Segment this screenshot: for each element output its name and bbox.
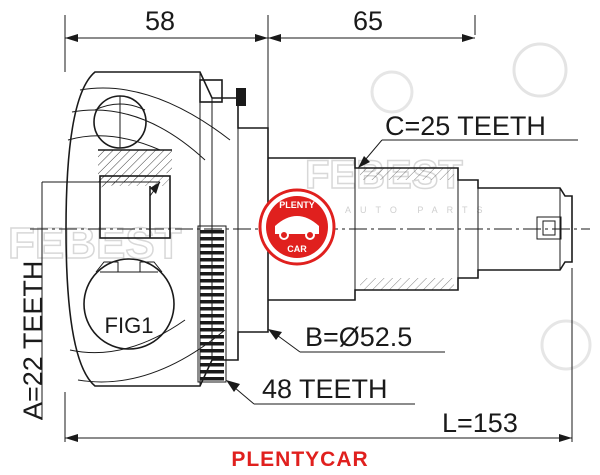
- abs-ring-tooth: [200, 335, 224, 339]
- dimension-label-abs-ring: 48 TEETH: [262, 374, 388, 404]
- abs-ring-tooth: [200, 293, 224, 297]
- abs-ring-tooth: [200, 244, 224, 248]
- dimension-label-outer-spline: C=25 TEETH: [385, 111, 546, 141]
- abs-ring-tooth: [200, 286, 224, 290]
- abs-ring-tooth: [200, 363, 224, 367]
- abs-ring-tooth: [200, 356, 224, 360]
- figure-label: FIG1: [105, 313, 154, 338]
- dimension-seal-diameter: B=Ø52.5: [268, 322, 445, 353]
- abs-ring-tooth: [200, 251, 224, 255]
- dimension-label-65: 65: [353, 6, 383, 36]
- abs-ring-tooth: [200, 230, 224, 234]
- watermark-circle-icon: [540, 319, 592, 371]
- footer-brand: PLENTYCAR: [231, 448, 368, 471]
- car-icon: [275, 216, 319, 234]
- abs-ring-tooth: [200, 314, 224, 318]
- seal-text-top: PLENTY: [279, 200, 315, 210]
- abs-ring-tooth: [200, 377, 224, 381]
- dimension-label-58: 58: [145, 6, 175, 36]
- abs-ring-tooth: [200, 237, 224, 241]
- dimension-outer-spline: C=25 TEETH: [358, 111, 578, 168]
- seal-text-bottom: CAR: [287, 244, 307, 254]
- watermark-circle-icon: [512, 42, 568, 98]
- dimension-label-inner-spline: A=22 TEETH: [18, 261, 48, 420]
- abs-ring-tooth: [200, 307, 224, 311]
- dimension-total-length: L=153: [64, 268, 573, 442]
- dimension-inner-spline: A=22 TEETH: [18, 181, 161, 420]
- abs-ring-teeth: [200, 230, 224, 381]
- abs-ring-tooth: [200, 272, 224, 276]
- dimension-abs-ring: 48 TEETH: [226, 374, 415, 405]
- abs-ring-tooth: [200, 279, 224, 283]
- abs-ring-tooth: [200, 349, 224, 353]
- abs-ring-tooth: [200, 328, 224, 332]
- abs-ring-tooth: [200, 258, 224, 262]
- watermark-circle-icon: [370, 70, 414, 114]
- dimension-label-total-length: L=153: [442, 408, 518, 438]
- abs-ring-tooth: [200, 370, 224, 374]
- plentycar-seal-logo: PLENTY CAR: [258, 188, 336, 266]
- abs-ring-tooth: [200, 321, 224, 325]
- abs-ring-tooth: [200, 300, 224, 304]
- watermark-brand-left: FEBEST: [8, 219, 182, 268]
- dimension-label-seal-diameter: B=Ø52.5: [305, 322, 412, 352]
- watermark-sub: AUTO PARTS: [345, 205, 492, 215]
- abs-ring-tooth: [200, 265, 224, 269]
- abs-ring-tooth: [200, 342, 224, 346]
- dimension-widths: 58 65: [64, 6, 476, 128]
- abs-tone-ring: [197, 225, 227, 383]
- figure-detail: FIG1: [83, 258, 175, 350]
